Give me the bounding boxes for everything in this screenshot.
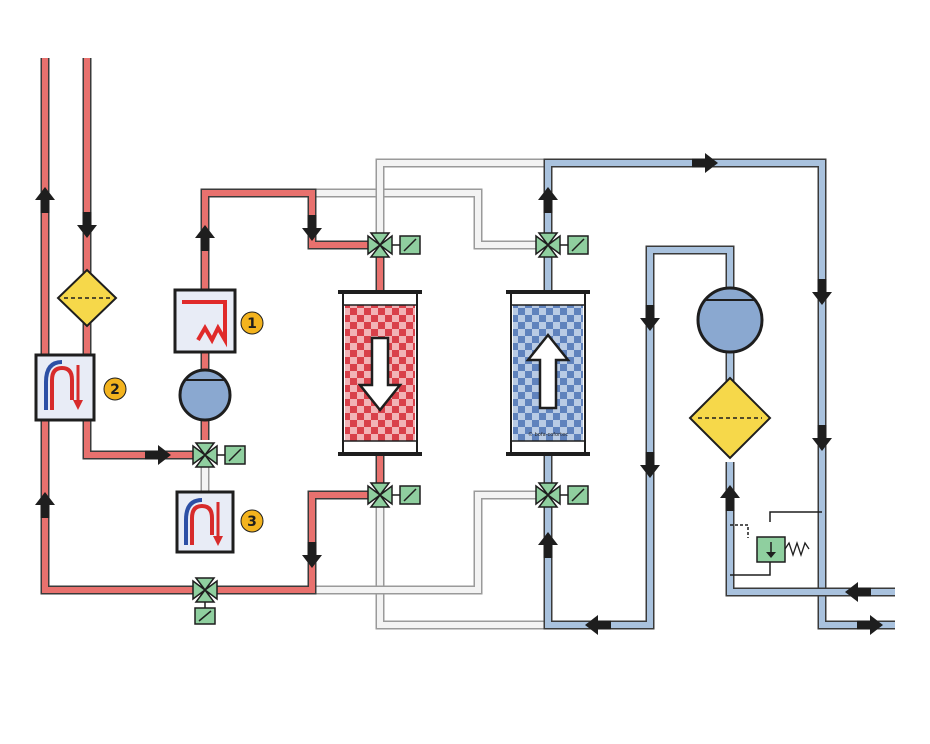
flow-arrow-icon xyxy=(640,305,660,331)
flow-arrow-icon xyxy=(812,425,832,451)
flow-arrow-icon xyxy=(857,615,883,635)
three-way-valve-icon xyxy=(367,232,421,258)
flow-arrow-icon xyxy=(302,215,322,241)
watermark: © bofa-cofortec xyxy=(528,431,568,438)
heat-exchanger-icon xyxy=(175,490,235,554)
flow-arrow-icon xyxy=(195,225,215,251)
flow-arrow-icon xyxy=(845,582,871,602)
badge-number: 2 xyxy=(110,382,120,398)
flow-arrow-icon xyxy=(720,485,740,511)
filter-icon xyxy=(688,376,772,460)
arrow-up-icon xyxy=(525,332,571,410)
flow-arrow-icon xyxy=(538,187,558,213)
flow-arrow-icon xyxy=(302,542,322,568)
valves xyxy=(192,232,589,625)
badge-1: 1 xyxy=(240,311,264,335)
badge-3: 3 xyxy=(240,509,264,533)
three-way-valve-icon xyxy=(367,482,421,508)
three-way-valve-icon xyxy=(192,442,246,468)
pressure-relief-valve-icon xyxy=(730,511,822,576)
flow-arrow-icon xyxy=(35,187,55,213)
filter-icon xyxy=(56,268,118,328)
flow-arrow-icon xyxy=(585,615,611,635)
flow-arrow-icon xyxy=(77,212,97,238)
heat-exchanger-icon xyxy=(34,353,96,422)
pump-icon xyxy=(178,368,232,422)
three-way-valve-icon xyxy=(535,482,589,508)
flow-arrow-icon xyxy=(538,532,558,558)
flow-arrow-icon xyxy=(812,279,832,305)
three-way-valve-icon xyxy=(535,232,589,258)
badge-number: 1 xyxy=(247,316,257,332)
neutral-pipes xyxy=(200,158,548,630)
badge-number: 3 xyxy=(247,514,257,530)
badge-2: 2 xyxy=(103,377,127,401)
three-way-valve-icon xyxy=(192,577,218,625)
heater-icon xyxy=(173,288,237,354)
adsorber-cold: © bofa-cofortec xyxy=(506,290,590,456)
flow-arrows xyxy=(35,153,883,635)
flow-arrow-icon xyxy=(35,492,55,518)
arrow-down-icon xyxy=(357,336,403,413)
flow-arrow-icon xyxy=(692,153,718,173)
flow-arrow-icon xyxy=(640,452,660,478)
pump-icon xyxy=(696,286,764,354)
flow-arrow-icon xyxy=(145,445,171,465)
adsorber-hot xyxy=(338,290,422,456)
